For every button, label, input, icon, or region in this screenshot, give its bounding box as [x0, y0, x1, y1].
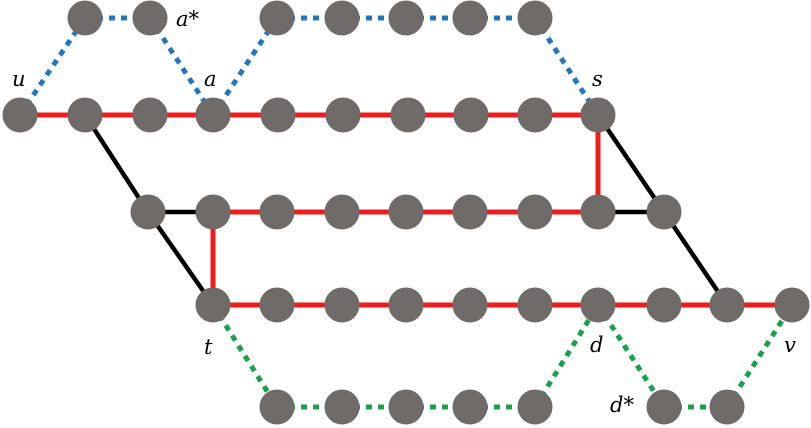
node-row3-0 — [195, 287, 231, 323]
black-edge — [596, 113, 666, 214]
label-d: d — [590, 333, 603, 357]
label-s: s — [592, 67, 603, 91]
node-row3-2 — [324, 287, 360, 323]
blue-dotted-edge — [532, 16, 601, 117]
node-top-0 — [67, 0, 103, 36]
node-row3-4 — [452, 287, 488, 323]
node-row3-9 — [774, 287, 810, 323]
labels-layer: u a* a s t d d* v — [12, 7, 796, 417]
label-t: t — [204, 335, 213, 359]
node-bottom-3 — [452, 389, 488, 425]
node-row3-6 — [580, 287, 616, 323]
black-edge — [146, 210, 215, 307]
node-row1-4 — [260, 97, 296, 133]
green-dotted-edge — [595, 303, 667, 409]
node-bottom-0 — [259, 389, 295, 425]
node-row3-8 — [709, 287, 745, 323]
node-row1-5 — [325, 97, 361, 133]
node-bottom-4 — [517, 389, 553, 425]
node-row3-3 — [388, 287, 424, 323]
node-top-4 — [388, 0, 424, 36]
green-dotted-edge — [210, 303, 280, 409]
node-row1-8 — [517, 97, 553, 133]
node-row2-2 — [259, 194, 295, 230]
node-top-3 — [324, 0, 360, 36]
node-row1-0 — [2, 97, 38, 133]
node-row1-2 — [132, 97, 168, 133]
label-d-star: d* — [610, 393, 634, 417]
node-top-5 — [452, 0, 488, 36]
green-dotted-edge — [724, 303, 795, 409]
blue-dotted-edge — [147, 16, 216, 117]
node-row3-5 — [517, 287, 553, 323]
node-row1-1 — [67, 97, 103, 133]
node-row2-8 — [646, 194, 682, 230]
node-top-1 — [132, 0, 168, 36]
label-a: a — [204, 67, 217, 91]
label-a-star: a* — [176, 7, 200, 31]
label-u: u — [12, 67, 26, 91]
node-row2-7 — [580, 194, 616, 230]
node-bottom-2 — [388, 389, 424, 425]
node-row1-7 — [453, 97, 489, 133]
node-row2-6 — [517, 194, 553, 230]
node-row1-9 — [580, 97, 616, 133]
node-top-6 — [517, 0, 553, 36]
node-row3-1 — [259, 287, 295, 323]
green-dotted-edge — [532, 303, 601, 409]
node-row2-0 — [130, 194, 166, 230]
node-bottom-1 — [324, 389, 360, 425]
node-row1-6 — [390, 97, 426, 133]
node-row2-1 — [195, 194, 231, 230]
node-row1-3 — [195, 97, 231, 133]
blue-dotted-edge — [210, 16, 280, 117]
node-row2-3 — [324, 194, 360, 230]
black-edge — [662, 210, 729, 307]
node-row2-4 — [388, 194, 424, 230]
node-bottom-5 — [646, 389, 682, 425]
node-bottom-6 — [709, 389, 745, 425]
blue-dotted-edge — [17, 16, 88, 117]
label-v: v — [784, 333, 796, 357]
node-top-2 — [259, 0, 295, 36]
black-edge — [83, 113, 150, 214]
node-row2-5 — [452, 194, 488, 230]
node-row3-7 — [646, 287, 682, 323]
